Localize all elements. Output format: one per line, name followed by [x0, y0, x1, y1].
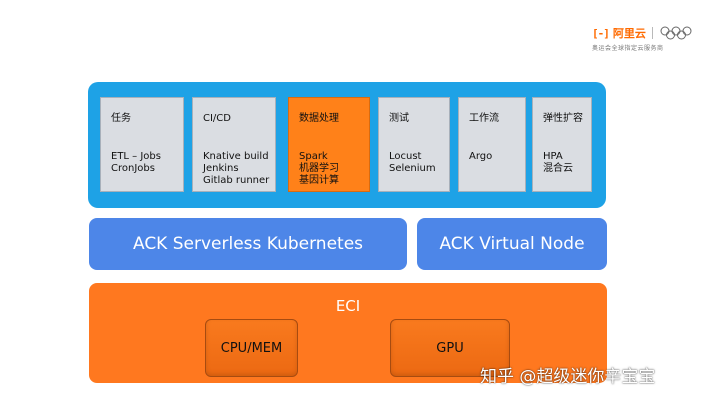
workload-card-cicd: CI/CD Knative build Jenkins Gitlab runne…: [192, 97, 276, 192]
ack-serverless-label: ACK Serverless Kubernetes: [132, 234, 364, 254]
workload-title: 任务: [111, 113, 131, 124]
workload-card-task: 任务 ETL – Jobs CronJobs: [100, 97, 184, 192]
brand-name: 阿里云: [612, 27, 646, 40]
aliyun-logo-icon: [-]: [592, 26, 610, 40]
brand-tagline: 奥运会全球指定云服务商: [592, 45, 664, 52]
workload-card-workflow: 工作流 Argo: [458, 97, 526, 192]
ack-virtual-node-label: ACK Virtual Node: [439, 234, 585, 254]
zhihu-watermark: 知乎 @超级迷你辛宝宝: [480, 367, 656, 387]
workload-title: 弹性扩容: [543, 113, 583, 124]
workload-items: HPA 混合云: [543, 151, 573, 174]
workload-items: Spark 机器学习 基因计算: [299, 151, 339, 186]
gpu-label: GPU: [436, 340, 464, 356]
workload-panel: 任务 ETL – Jobs CronJobs CI/CD Knative bui…: [88, 82, 606, 208]
cpu-mem-resource: CPU/MEM: [205, 319, 298, 377]
workload-card-testing: 测试 Locust Selenium: [378, 97, 450, 192]
workload-card-autoscaling: 弹性扩容 HPA 混合云: [532, 97, 592, 192]
eci-title: ECI: [335, 297, 361, 315]
aliyun-brand: [-] 阿里云 奥运会全球指定云服务商: [592, 25, 712, 65]
workload-card-data-processing: 数据处理 Spark 机器学习 基因计算: [288, 97, 370, 192]
workload-title: CI/CD: [203, 113, 231, 124]
gpu-resource: GPU: [390, 319, 510, 377]
ack-serverless-layer: ACK Serverless Kubernetes: [89, 218, 407, 270]
workload-items: Knative build Jenkins Gitlab runner: [203, 151, 270, 186]
brand-divider: [651, 27, 653, 39]
workload-title: 数据处理: [299, 113, 339, 124]
cpu-mem-label: CPU/MEM: [220, 340, 283, 356]
workload-items: Argo: [469, 151, 493, 162]
workload-title: 工作流: [469, 113, 499, 124]
ack-virtual-node-layer: ACK Virtual Node: [417, 218, 607, 270]
workload-items: ETL – Jobs CronJobs: [111, 151, 161, 174]
workload-title: 测试: [389, 113, 409, 124]
workload-items: Locust Selenium: [389, 151, 436, 174]
olympic-rings-icon: [660, 26, 692, 40]
eci-layer: ECI CPU/MEM GPU: [89, 283, 607, 383]
